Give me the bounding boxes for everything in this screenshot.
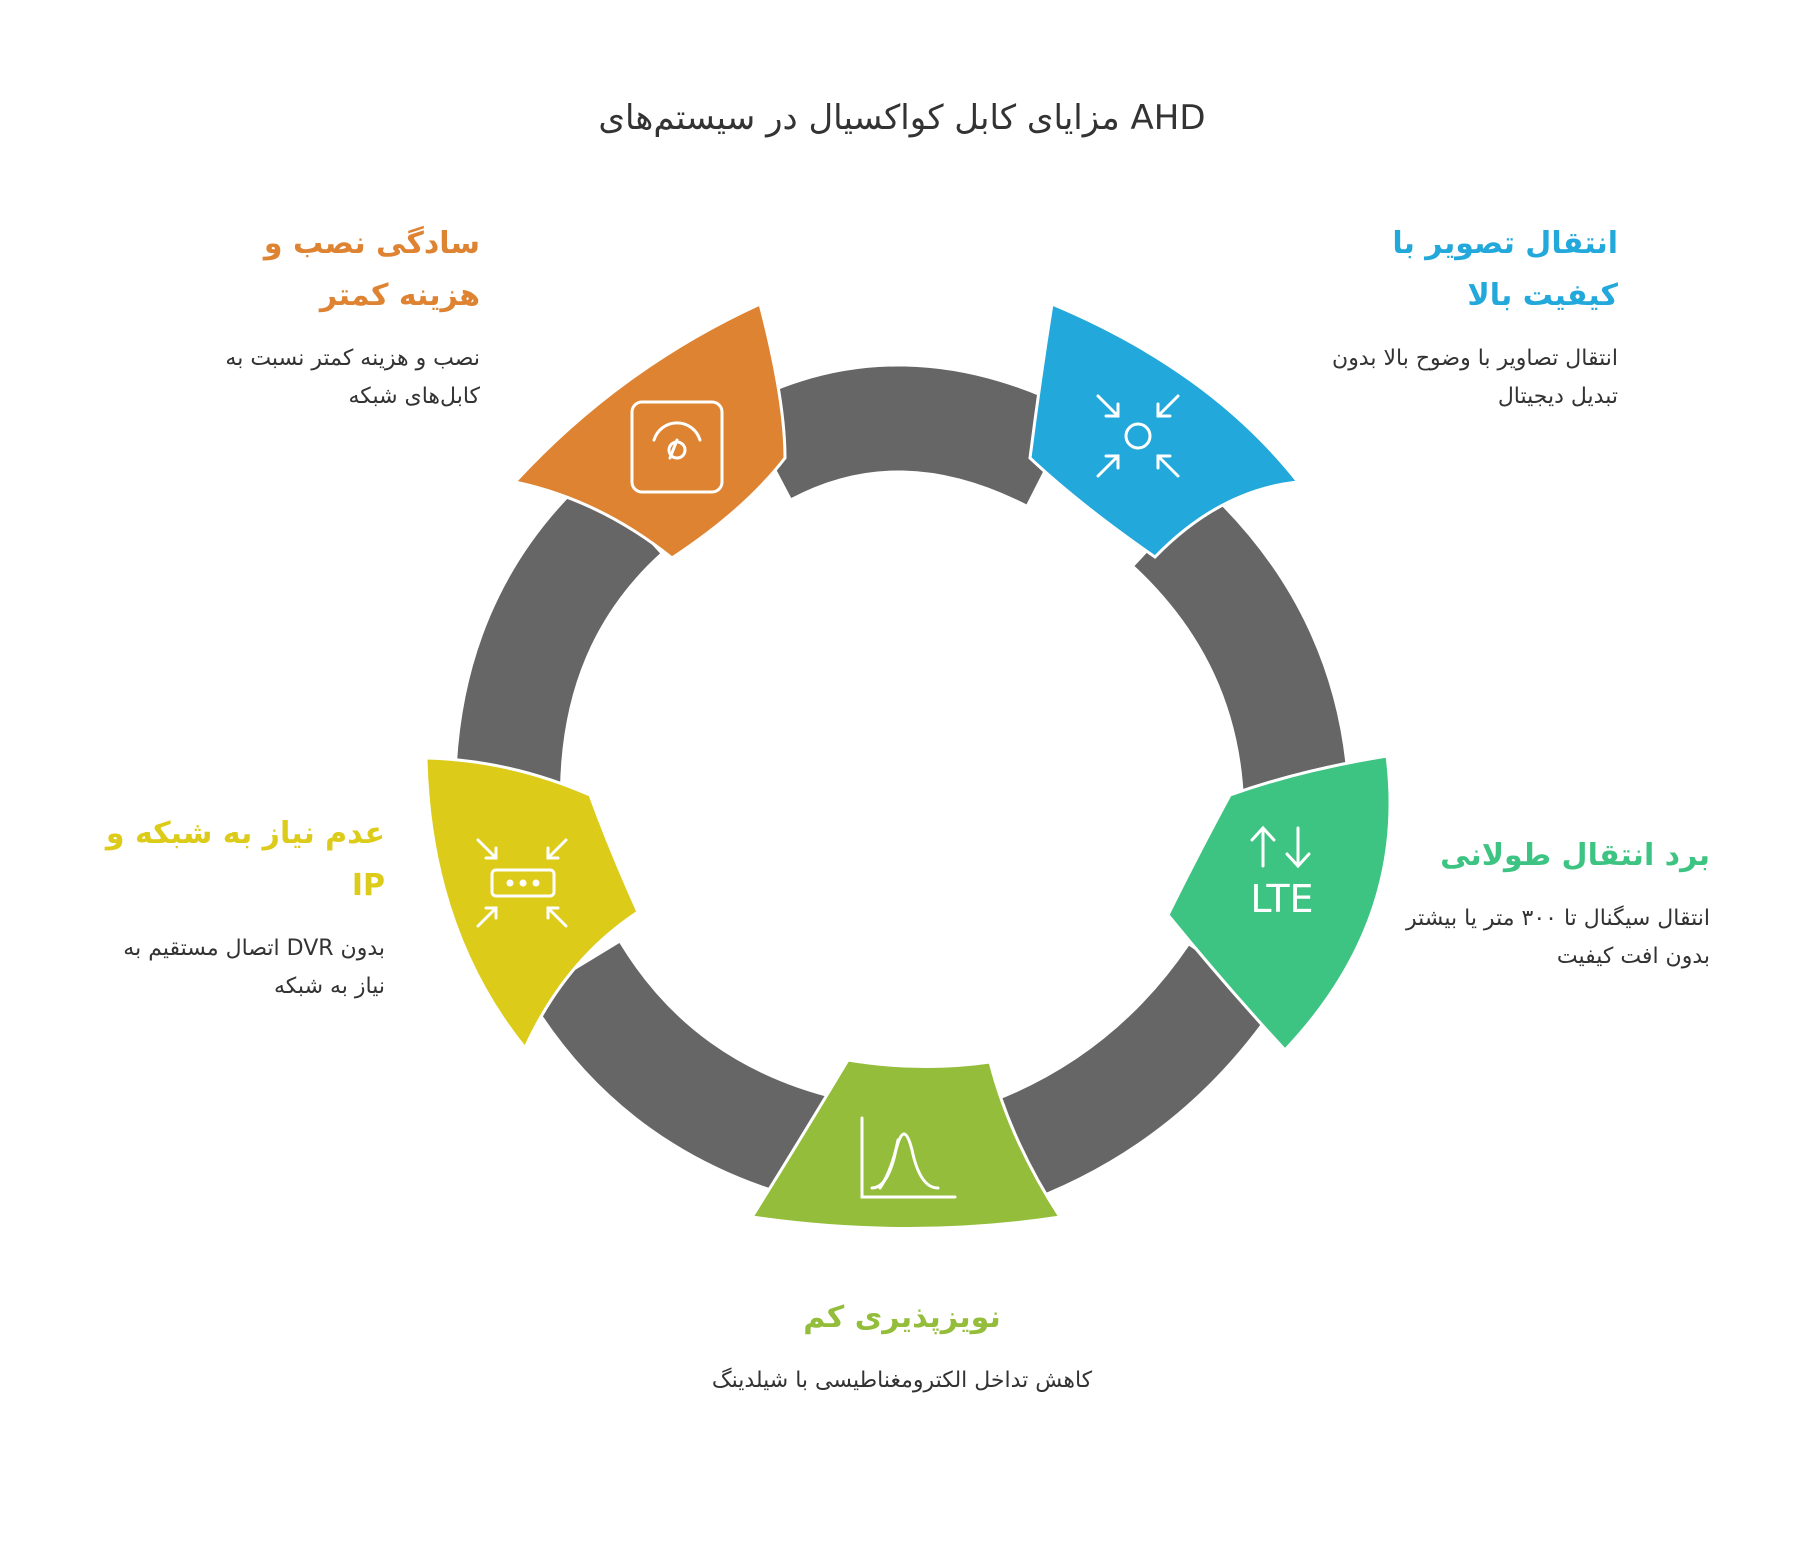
ring-arc-orange-blue [742,366,1074,505]
lte-label: LTE [1250,877,1313,921]
feature-description: کاهش تداخل الکترومغناطیسی با شیلدینگ [711,1368,1093,1393]
feature-title: عدم نیاز به شبکه و IP [105,816,385,903]
feature-title: برد انتقال طولانی [1440,838,1710,873]
segment-lime [749,1058,1063,1230]
segment-blue [1028,301,1301,559]
segments [424,301,1392,1230]
focus-arrows-icon [1096,394,1180,478]
device-compress-icon [476,838,568,928]
lte-signal-icon [1250,825,1311,869]
feature-long-range: برد انتقال طولانی انتقال سیگنال تا ۳۰۰ م… [1390,830,1710,976]
feature-no-network: عدم نیاز به شبکه و IP بدون DVR اتصال مست… [100,808,385,1006]
feature-description: بدون DVR اتصال مستقیم به نیاز به شبکه [123,936,385,999]
scale-gauge-icon [630,400,724,494]
ring-arc-blue-green [1134,489,1348,803]
feature-description: انتقال سیگنال تا ۳۰۰ متر یا بیشتر بدون ا… [1405,906,1710,969]
feature-title: انتقال تصویر با کیفیت بالا [1392,226,1618,313]
feature-easy-install: سادگی نصب و هزینه کمتر نصب و هزینه کمتر … [180,218,480,416]
segment-orange [512,301,787,560]
feature-low-noise: نویزپذیری کم کاهش تداخل الکترومغناطیسی ب… [700,1292,1104,1400]
feature-title: نویزپذیری کم [803,1300,1001,1335]
ring-arc-yellow-orange [456,476,661,792]
bell-curve-chart-icon [860,1116,957,1199]
segment-yellow [424,756,640,1051]
feature-title: سادگی نصب و هزینه کمتر [263,226,480,313]
feature-description: انتقال تصاویر با وضوح بالا بدون تبدیل دی… [1332,346,1618,409]
ring-arcs [456,366,1348,1210]
ring-arc-lime-yellow [530,942,838,1201]
ring-arc-green-lime [968,945,1275,1210]
segment-green [1166,754,1392,1053]
feature-description: نصب و هزینه کمتر نسبت به کابل‌های شبکه [225,346,480,409]
feature-high-quality: انتقال تصویر با کیفیت بالا انتقال تصاویر… [1318,218,1618,416]
diagram-title: AHD مزایای کابل کواکسیال در سیستم‌های [598,98,1206,138]
